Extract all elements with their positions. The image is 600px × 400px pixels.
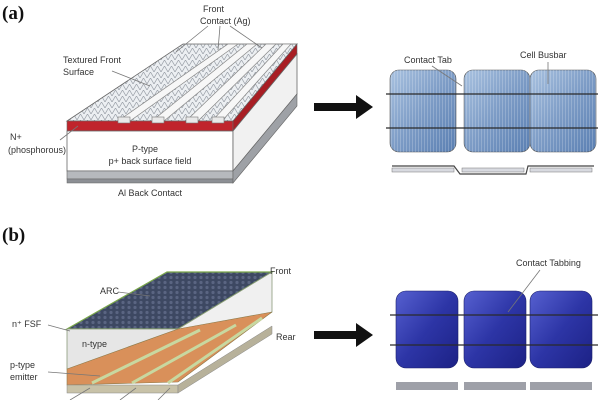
cell-b-3	[529, 290, 593, 369]
arrow-b	[314, 323, 373, 347]
rear-label: Rear	[276, 332, 296, 342]
contact-tab-label: Contact Tab	[404, 55, 452, 65]
arrow-a	[314, 95, 373, 119]
front-label: Front	[270, 266, 292, 276]
cell-b-cross-section	[64, 271, 275, 394]
cell-b-2	[463, 290, 527, 369]
textured-front-label: Textured Front Surface	[63, 55, 124, 77]
front-contact-label: Front Contact (Ag)	[200, 4, 251, 26]
contact-tabbing-label: Contact Tabbing	[516, 258, 581, 268]
contact-tabbing-lines	[390, 314, 598, 346]
front-fingers	[116, 43, 292, 122]
panel-b-label: (b)	[2, 225, 25, 246]
p-type-label: P-type	[132, 144, 158, 154]
n-plus-label: N+ (phosphorous)	[8, 132, 66, 155]
cell-busbars	[386, 93, 598, 129]
cell-busbar-label: Cell Busbar	[520, 50, 567, 60]
n-type-label: n-type	[82, 339, 107, 349]
cell-b-1	[395, 290, 459, 369]
al-back-contact-label: Al Back Contact	[118, 188, 183, 198]
side-view-tabbing-a	[392, 165, 594, 175]
cell-a-cross-section	[65, 43, 298, 184]
p-type-emitter-label: p-type emitter	[10, 360, 38, 382]
arc-label: ARC	[100, 286, 120, 296]
n-fsf-label: n⁺ FSF	[12, 319, 42, 329]
n-plus-layer	[66, 120, 234, 132]
al-back-layer	[66, 170, 234, 180]
panel-a-label: (a)	[2, 3, 24, 24]
cell-string-a	[386, 69, 598, 175]
cell-string-b	[390, 290, 598, 390]
rear-emitter	[66, 311, 273, 386]
back-surface-field-label: p+ back surface field	[109, 156, 192, 166]
